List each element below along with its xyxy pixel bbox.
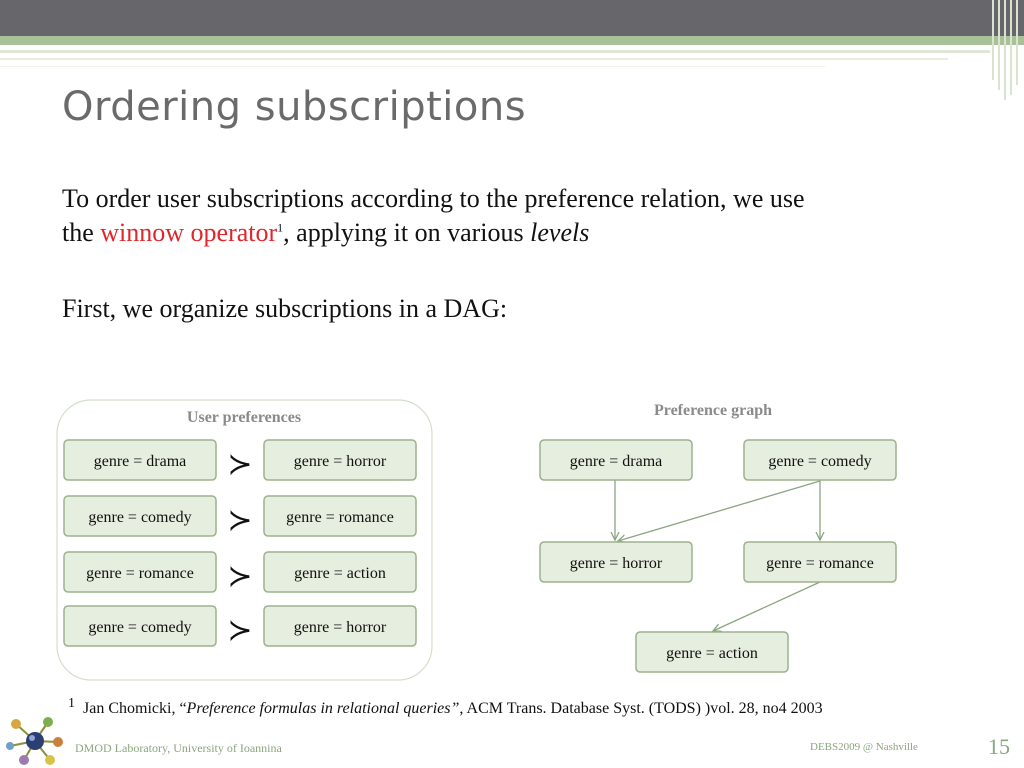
para-text: the bbox=[62, 218, 101, 247]
pref-right-box bbox=[263, 439, 417, 481]
preference-row: genre = comedy ≻ genre = romance bbox=[63, 495, 417, 538]
pref-right-label: genre = horror bbox=[294, 619, 387, 636]
pref-left-box bbox=[63, 551, 217, 593]
top-banner bbox=[0, 0, 1024, 36]
footnote-marker: 1 bbox=[68, 695, 75, 711]
graph-node-comedy bbox=[743, 439, 897, 481]
edge-romance-action bbox=[713, 581, 821, 631]
pref-left-label: genre = comedy bbox=[88, 509, 191, 526]
para-text: , applying it on various bbox=[283, 218, 531, 247]
decor-line bbox=[0, 66, 825, 67]
user-preferences-title: User preferences bbox=[187, 409, 301, 426]
graph-node-romance bbox=[743, 541, 897, 583]
paragraph-1-line-1: To order user subscriptions according to… bbox=[62, 184, 805, 213]
lab-logo-icon bbox=[6, 717, 63, 765]
graph-node-action bbox=[635, 631, 789, 673]
pref-right-box bbox=[263, 551, 417, 593]
pref-right-box bbox=[263, 495, 417, 537]
levels-italic: levels bbox=[530, 218, 590, 247]
graph-node-label: genre = comedy bbox=[768, 453, 871, 470]
pref-left-label: genre = drama bbox=[94, 453, 187, 470]
prefers-operator: ≻ bbox=[227, 503, 252, 538]
paragraph-1-line-2: the winnow operator1, applying it on var… bbox=[62, 216, 589, 250]
footer-event: DEBS2009 @ Nashville bbox=[810, 741, 918, 753]
top-accent-stripe bbox=[0, 36, 1024, 45]
page-number: 15 bbox=[988, 734, 1010, 759]
pref-right-label: genre = romance bbox=[286, 509, 394, 526]
graph-node-drama bbox=[539, 439, 693, 481]
decor-line bbox=[0, 50, 990, 53]
right-decor-stripes bbox=[988, 0, 1024, 100]
preference-row: genre = drama ≻ genre = horror bbox=[63, 439, 417, 482]
graph-node-label: genre = action bbox=[666, 645, 758, 662]
paragraph-2: First, we organize subscriptions in a DA… bbox=[62, 294, 508, 323]
pref-right-label: genre = horror bbox=[294, 453, 387, 470]
pref-left-box bbox=[63, 495, 217, 537]
pref-left-box bbox=[63, 439, 217, 481]
footnote: 1 Jan Chomicki, “Preference formulas in r… bbox=[68, 696, 823, 718]
graph-node-label: genre = romance bbox=[766, 555, 874, 572]
footnote-title: Preference formulas in relational querie… bbox=[186, 700, 460, 717]
winnow-operator-highlight: winnow operator bbox=[100, 218, 278, 247]
pref-right-box bbox=[263, 605, 417, 647]
graph-node-label: genre = horror bbox=[570, 555, 663, 572]
pref-left-label: genre = comedy bbox=[88, 619, 191, 636]
pref-right-label: genre = action bbox=[294, 565, 386, 582]
footer-lab-name: DMOD Laboratory, University of Ioannina bbox=[75, 741, 282, 755]
slide-title: Ordering subscriptions bbox=[62, 84, 527, 130]
pref-left-label: genre = romance bbox=[86, 565, 194, 582]
decor-line bbox=[0, 58, 948, 60]
graph-node-horror bbox=[539, 541, 693, 583]
footnote-rest: , ACM Trans. Database Syst. (TODS) )vol.… bbox=[459, 700, 823, 717]
prefers-operator: ≻ bbox=[227, 613, 252, 648]
prefers-operator: ≻ bbox=[227, 559, 252, 594]
edge-comedy-horror bbox=[618, 480, 821, 541]
prefers-operator: ≻ bbox=[227, 447, 252, 482]
footnote-ref: 1 bbox=[277, 220, 284, 235]
preference-graph-title: Preference graph bbox=[654, 402, 772, 419]
footnote-author: Jan Chomicki, “ bbox=[83, 700, 187, 717]
graph-node-label: genre = drama bbox=[570, 453, 663, 470]
preference-row: genre = comedy ≻ genre = horror bbox=[63, 605, 417, 648]
preference-row: genre = romance ≻ genre = action bbox=[63, 551, 417, 594]
pref-left-box bbox=[63, 605, 217, 647]
